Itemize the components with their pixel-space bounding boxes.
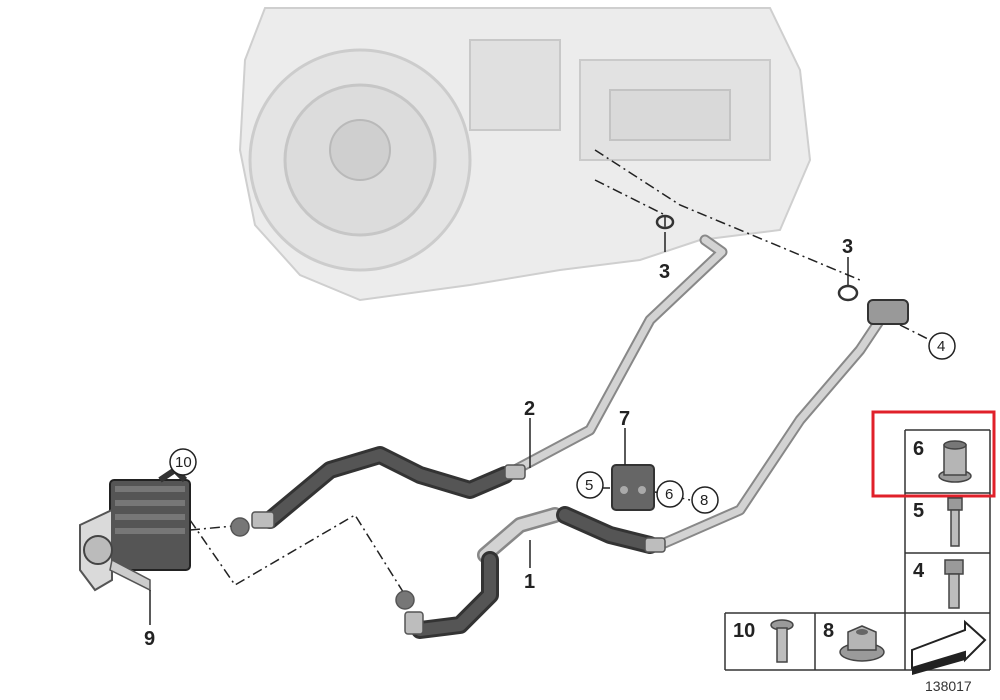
part-6-sleeve: 6 bbox=[913, 438, 972, 483]
metal-pipes bbox=[477, 234, 886, 563]
bracket-part-7 bbox=[611, 464, 655, 511]
callout-5: 5 bbox=[585, 477, 593, 494]
callout-circle-10 bbox=[169, 448, 197, 476]
panel-label-6: 6 bbox=[913, 438, 924, 460]
transmission-housing bbox=[238, 7, 812, 302]
callout-circle-6 bbox=[656, 480, 684, 508]
hose-fittings bbox=[230, 464, 666, 635]
highlight-box-part-6 bbox=[871, 410, 996, 498]
callout-circle-8 bbox=[691, 486, 719, 514]
rubber-hoses bbox=[261, 446, 659, 639]
arrow-symbol bbox=[911, 619, 987, 675]
panel-label-8: 8 bbox=[823, 620, 834, 642]
routing-lines bbox=[189, 149, 941, 596]
callout-circle-5 bbox=[576, 471, 604, 499]
part-4-bolt: 4 bbox=[913, 559, 964, 609]
callout-4: 4 bbox=[937, 338, 945, 355]
callout-6: 6 bbox=[665, 486, 673, 503]
panel-label-10: 10 bbox=[733, 620, 755, 642]
callout-7: 7 bbox=[619, 408, 630, 430]
parts-panel bbox=[724, 429, 991, 671]
panel-label-5: 5 bbox=[913, 500, 924, 522]
part-10-screw: 10 bbox=[733, 619, 794, 663]
o-rings bbox=[655, 214, 859, 302]
callout-3-right: 3 bbox=[842, 236, 853, 258]
leader-lines bbox=[149, 232, 849, 625]
heat-exchanger-part-9 bbox=[79, 466, 191, 592]
panel-label-4: 4 bbox=[913, 560, 925, 582]
callout-1: 1 bbox=[524, 571, 535, 593]
fitting-part-4 bbox=[867, 299, 909, 325]
callout-10: 10 bbox=[175, 454, 192, 471]
callout-circle-4 bbox=[928, 332, 956, 360]
callout-9: 9 bbox=[144, 628, 155, 650]
callouts: 2 1 7 3 3 9 10 4 5 6 8 bbox=[144, 236, 956, 650]
callout-2: 2 bbox=[524, 398, 535, 420]
part-5-bolt: 5 bbox=[913, 497, 963, 547]
diagram-id: 138017 bbox=[925, 678, 972, 694]
part-8-nut: 8 bbox=[823, 620, 885, 662]
callout-8: 8 bbox=[700, 492, 708, 509]
callout-3-left: 3 bbox=[659, 261, 670, 283]
